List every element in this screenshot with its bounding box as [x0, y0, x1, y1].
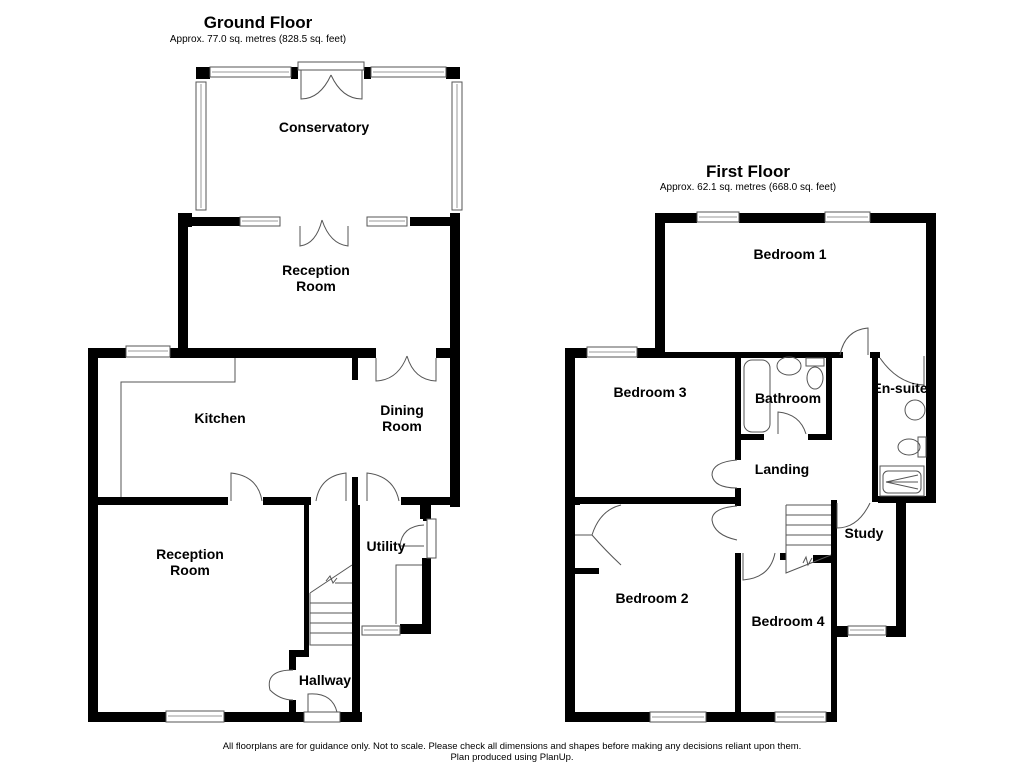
room-conservatory: Conservatory — [278, 119, 370, 135]
ground-floor-plan — [88, 67, 460, 722]
disclaimer-text: All floorplans are for guidance only. No… — [222, 741, 802, 752]
window-glazing — [128, 71, 458, 717]
first-floor-window-glazing — [589, 216, 884, 718]
room-utility: Utility — [366, 538, 406, 554]
room-bedroom-3: Bedroom 3 — [613, 384, 687, 400]
room-study: Study — [844, 525, 884, 541]
ground-floor-windows — [125, 61, 463, 723]
room-reception-room-front: Reception Room — [156, 546, 224, 578]
first-floor-title: First Floor — [705, 162, 791, 181]
credit-text: Plan produced using PlanUp. — [450, 752, 574, 763]
ground-floor-title: Ground Floor — [203, 13, 313, 32]
room-kitchen: Kitchen — [194, 410, 246, 426]
room-landing: Landing — [754, 461, 810, 477]
room-reception-room-rear: Reception Room — [282, 262, 350, 294]
room-hallway: Hallway — [298, 672, 352, 688]
room-en-suite: En-suite — [872, 380, 928, 396]
ground-floor-doors-and-fixtures — [120, 70, 437, 713]
ground-floor-area: Approx. 77.0 sq. metres (828.5 sq. feet) — [169, 34, 347, 45]
room-bathroom: Bathroom — [754, 390, 822, 406]
room-bedroom-1: Bedroom 1 — [753, 246, 827, 262]
room-dining-room: Dining Room — [380, 402, 424, 434]
first-floor-area: Approx. 62.1 sq. metres (668.0 sq. feet) — [659, 182, 837, 193]
room-bedroom-2: Bedroom 2 — [615, 590, 689, 606]
room-bedroom-4: Bedroom 4 — [751, 613, 825, 629]
first-floor-doors-and-fixtures — [575, 327, 927, 581]
first-floor-plan — [565, 213, 936, 722]
